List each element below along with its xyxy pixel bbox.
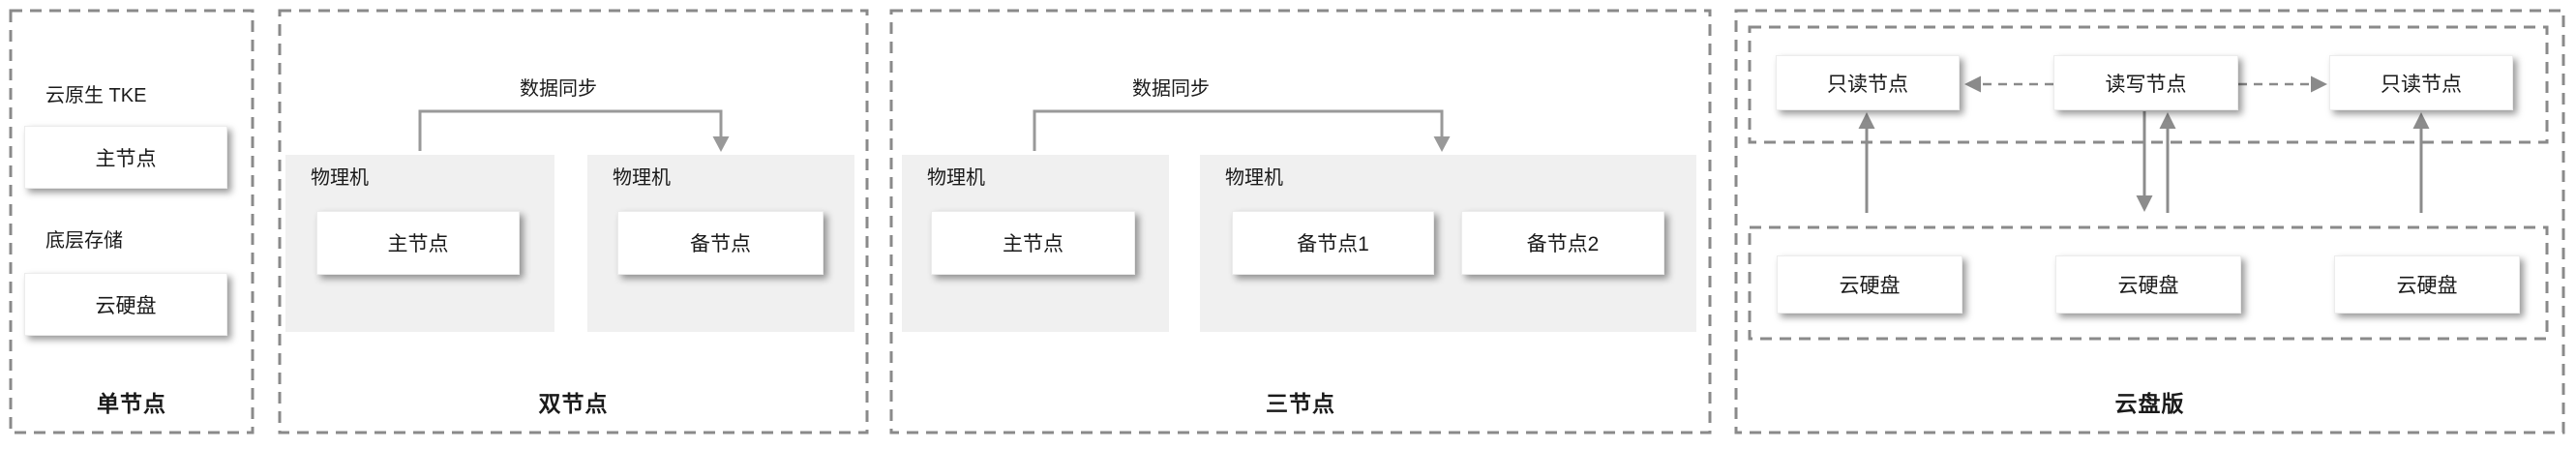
panel-caption-dual: 双节点 (538, 391, 609, 416)
tke-section-label: 云原生 TKE (45, 85, 147, 106)
readonly-node-right-label: 只读节点 (2381, 73, 2462, 96)
standby-node-box: 备节点 (617, 211, 824, 275)
physical-machine-label: 物理机 (311, 167, 369, 189)
master-node-box: 主节点 (24, 126, 227, 189)
physical-machine-label: 物理机 (1225, 167, 1283, 189)
cloud-disk-label: 云硬盘 (95, 294, 157, 317)
panel-border-single (9, 9, 255, 434)
sync-label-triple: 数据同步 (1132, 78, 1210, 100)
physical-machine-2-triple: 物理机 备节点1 备节点2 (1200, 155, 1696, 332)
standby-node-1-label: 备节点1 (1297, 233, 1369, 255)
compute-group-border (1748, 25, 2549, 144)
sync-label-dual: 数据同步 (520, 78, 597, 100)
sync-arrow-triple (1033, 109, 1444, 151)
sync-arrow-dual (418, 109, 723, 151)
sync-arrowhead-dual (712, 136, 730, 152)
cloud-disk-3-label: 云硬盘 (2396, 275, 2458, 297)
replication-arrowhead-right (2311, 75, 2327, 93)
master-node-label: 主节点 (1003, 233, 1063, 255)
panel-border-dual (278, 9, 869, 434)
cloud-disk-box: 云硬盘 (24, 273, 227, 336)
cloud-disk-3-box: 云硬盘 (2334, 255, 2520, 314)
panel-dual-node: 双节点 (279, 10, 868, 434)
sync-arrowhead-triple (1433, 136, 1451, 152)
cloud-disk-1-box: 云硬盘 (1777, 255, 1962, 314)
panel-triple-node: 三节点 (890, 10, 1711, 434)
panel-cloud-disk: 云盘版 (1735, 10, 2564, 434)
panel-caption-triple: 三节点 (1266, 391, 1335, 416)
master-node-box: 主节点 (316, 211, 520, 275)
cloud-disk-2-box: 云硬盘 (2055, 255, 2241, 314)
master-node-label: 主节点 (387, 233, 449, 255)
physical-machine-1-dual: 物理机 主节点 (285, 155, 554, 332)
panel-border-triple (889, 9, 1712, 434)
readonly-node-right-box: 只读节点 (2329, 55, 2513, 110)
io-arrow-left-head-up (1858, 112, 1875, 129)
cloud-disk-1-label: 云硬盘 (1839, 275, 1901, 297)
standby-node-1-box: 备节点1 (1232, 211, 1434, 275)
physical-machine-label: 物理机 (927, 167, 985, 189)
standby-node-label: 备节点 (690, 233, 751, 255)
standby-node-2-box: 备节点2 (1461, 211, 1664, 275)
cloud-disk-2-label: 云硬盘 (2117, 275, 2179, 297)
io-arrow-center-head-down (2136, 195, 2153, 212)
replication-arrowhead-left (1964, 75, 1981, 93)
io-arrow-center-head-up (2159, 112, 2176, 129)
panel-single-node: 云原生 TKE 主节点 底层存储 云硬盘 单节点 (10, 10, 254, 434)
physical-machine-2-dual: 物理机 备节点 (587, 155, 854, 332)
panel-caption-single: 单节点 (97, 391, 166, 416)
storage-group-border (1748, 225, 2549, 341)
physical-machine-label: 物理机 (613, 167, 671, 189)
readwrite-node-label: 读写节点 (2105, 73, 2187, 96)
standby-node-2-label: 备节点2 (1526, 233, 1600, 255)
storage-section-label: 底层存储 (45, 230, 123, 252)
panel-caption-cloud: 云盘版 (2114, 391, 2185, 416)
readonly-node-left-box: 只读节点 (1776, 55, 1960, 110)
readonly-node-left-label: 只读节点 (1827, 73, 1908, 96)
readwrite-node-box: 读写节点 (2053, 55, 2238, 110)
master-node-box: 主节点 (931, 211, 1135, 275)
master-node-label: 主节点 (95, 147, 157, 170)
io-arrow-right-head-up (2412, 112, 2430, 129)
panel-border-cloud (1734, 9, 2565, 434)
physical-machine-1-triple: 物理机 主节点 (902, 155, 1169, 332)
